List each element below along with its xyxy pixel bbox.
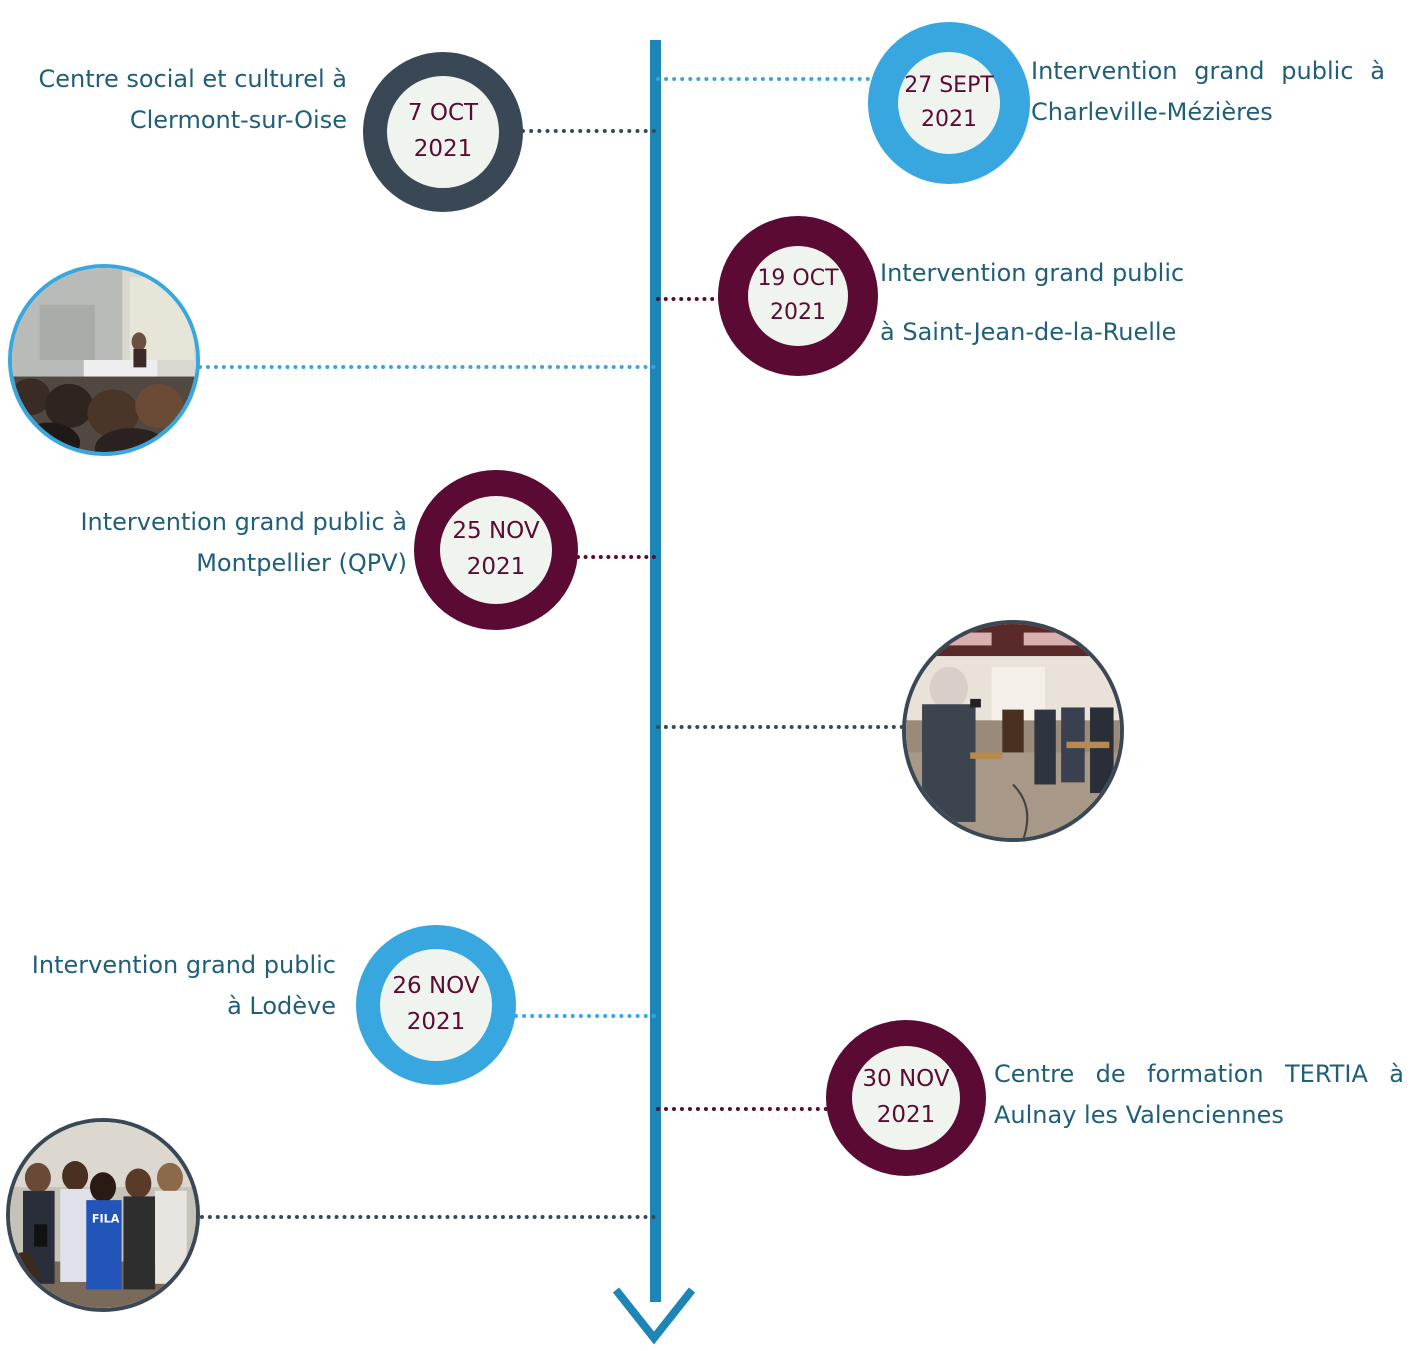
date-day-month: 19 OCT <box>757 265 839 291</box>
caption-line: à Lodève <box>227 992 336 1021</box>
connector-dots <box>514 1014 656 1018</box>
caption-line: Intervention grand public <box>31 951 336 979</box>
caption-line: à Saint-Jean-de-la-Ruelle <box>880 317 1177 346</box>
caption-line: Intervention grand public à <box>80 508 407 536</box>
date-day-month: 30 NOV <box>862 1066 950 1093</box>
connector-dots <box>656 1107 828 1111</box>
caption-line: Intervention grand public à <box>1031 57 1385 85</box>
date-day-month: 27 SEPT <box>904 72 994 98</box>
date-year: 2021 <box>406 1009 466 1035</box>
caption-line: Centre de formation TERTIA à <box>994 1060 1404 1088</box>
event-caption: Intervention grand public à Saint-Jean-d… <box>880 244 1240 361</box>
arrow-down-icon <box>612 1287 696 1344</box>
event-caption: Intervention grand public à Montpellier … <box>0 502 407 585</box>
caption-line: Aulnay les Valenciennes <box>994 1101 1284 1130</box>
date-year: 2021 <box>466 554 526 580</box>
connector-dots <box>576 555 656 559</box>
connector-dots <box>192 1215 656 1219</box>
date-badge: 7 OCT 2021 <box>363 52 523 212</box>
date-year: 2021 <box>921 107 977 132</box>
date-year: 2021 <box>770 300 826 325</box>
caption-line: Intervention grand public <box>880 259 1185 287</box>
date-badge: 30 NOV 2021 <box>826 1020 986 1176</box>
event-caption: Intervention grand public à Lodève <box>0 945 336 1028</box>
caption-line: Montpellier (QPV) <box>196 549 407 578</box>
event-caption: Intervention grand public à Charleville-… <box>1031 51 1385 134</box>
caption-line: Centre social et culturel à <box>38 65 347 93</box>
speaker-photo <box>902 620 1124 842</box>
event-caption: Centre social et culturel à Clermont-sur… <box>0 59 347 142</box>
date-badge: 27 SEPT 2021 <box>868 22 1030 184</box>
group-photo: FILA <box>6 1118 200 1312</box>
date-year: 2021 <box>876 1102 936 1128</box>
date-badge: 26 NOV 2021 <box>356 925 516 1085</box>
date-day-month: 7 OCT <box>407 100 479 127</box>
connector-dots <box>521 129 656 133</box>
date-day-month: 26 NOV <box>392 973 480 1000</box>
caption-line: Charleville-Mézières <box>1031 98 1273 127</box>
date-day-month: 25 NOV <box>452 518 540 545</box>
connector-dots <box>656 297 722 301</box>
connector-dots <box>656 725 904 729</box>
date-year: 2021 <box>413 136 473 162</box>
event-caption: Centre de formation TERTIA à Aulnay les … <box>994 1054 1404 1137</box>
connector-dots <box>198 365 656 369</box>
connector-dots <box>656 77 870 81</box>
caption-line: Clermont-sur-Oise <box>129 106 347 135</box>
timeline-axis <box>650 40 661 1302</box>
svg-text:FILA: FILA <box>92 1212 120 1225</box>
date-badge: 25 NOV 2021 <box>414 470 578 630</box>
lecture-hall-photo <box>8 264 200 456</box>
date-badge: 19 OCT 2021 <box>718 216 878 376</box>
